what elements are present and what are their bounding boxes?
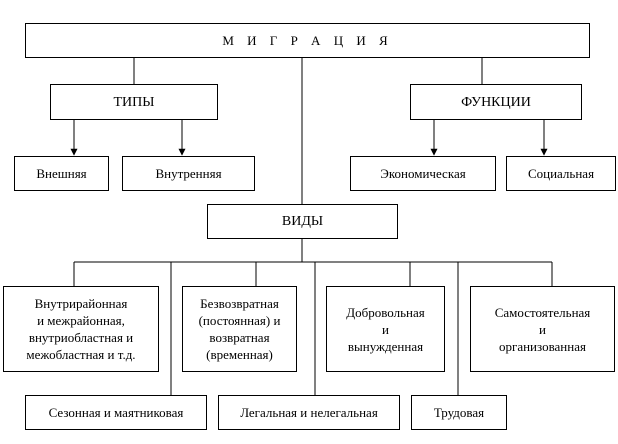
kind-organization-box: Самостоятельная и организованная [470,286,615,372]
function-economic-box: Экономическая [350,156,496,191]
function-social-box: Социальная [506,156,616,191]
migration-title-box: М И Г Р А Ц И Я [25,23,590,58]
type-external-box: Внешняя [14,156,109,191]
kind-labor-box: Трудовая [411,395,507,430]
kind-permanence-box: Безвозвратная (постоянная) и возвратная … [182,286,297,372]
type-internal-box: Внутренняя [122,156,255,191]
kind-territorial-box: Внутрирайонная и межрайонная, внутриобла… [3,286,159,372]
kinds-box: ВИДЫ [207,204,398,239]
kind-legal-box: Легальная и нелегальная [218,395,400,430]
functions-box: ФУНКЦИИ [410,84,582,120]
kind-voluntariness-box: Добровольная и вынужденная [326,286,445,372]
types-box: ТИПЫ [50,84,218,120]
kind-seasonal-box: Сезонная и маятниковая [25,395,207,430]
